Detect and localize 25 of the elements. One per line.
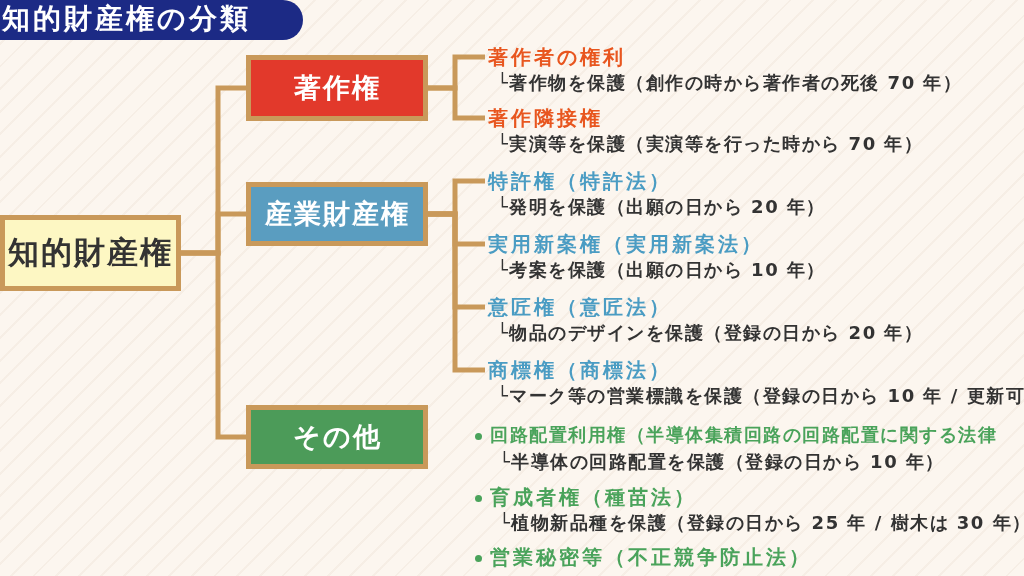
item-description: └半導体の回路配置を保護（登録の日から 10 年） [499, 451, 945, 473]
item-heading: 営業秘密等（不正競争防止法） [490, 545, 812, 569]
item-heading: 商標権（商標法） [488, 358, 673, 382]
root-box: 知的財産権 [0, 215, 181, 291]
title-banner: 知的財産権の分類 [0, 0, 303, 40]
item-description: └実演等を保護（実演等を行った時から 70 年） [497, 133, 924, 155]
category-box: 産業財産権 [246, 182, 428, 246]
item-description: └マーク等の営業標識を保護（登録の日から 10 年 / 更新可 [497, 385, 1024, 407]
category-box: その他 [246, 405, 428, 469]
connector-line [428, 211, 485, 373]
item-description: └著作物を保護（創作の時から著作者の死後 70 年） [497, 72, 963, 94]
item-heading: 特許権（特許法） [488, 169, 673, 193]
item-description: └物品のデザインを保護（登録の日から 20 年） [497, 322, 924, 344]
item-heading: 回路配置利用権（半導体集積回路の回路配置に関する法律 [490, 423, 997, 447]
connector-line [181, 250, 246, 440]
item-heading: 育成者権（種苗法） [490, 485, 697, 509]
item-description: └発明を保護（出願の日から 20 年） [497, 196, 826, 218]
category-box: 著作権 [246, 55, 428, 121]
connector-line [428, 85, 485, 121]
item-heading: 実用新案権（実用新案法） [488, 232, 765, 256]
item-heading: 著作隣接権 [488, 106, 604, 130]
item-heading: 意匠権（意匠法） [488, 295, 673, 319]
item-description: └植物新品種を保護（登録の日から 25 年 / 樹木は 30 年） [499, 512, 1024, 534]
item-description: └考案を保護（出願の日から 10 年） [497, 259, 826, 281]
item-heading: 著作者の権利 [488, 45, 627, 69]
